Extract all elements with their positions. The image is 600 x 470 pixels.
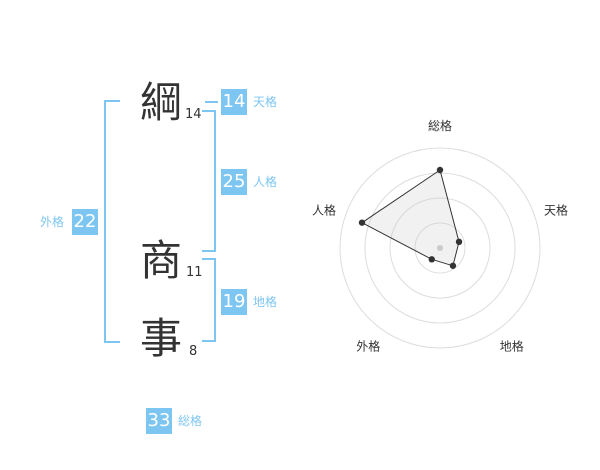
radar-axis-label-1: 総格 [428,118,452,133]
radar-point-4 [428,256,435,263]
radar-ring [414,222,466,274]
name-char-2-strokes: 11 [186,265,203,280]
name-char-1: 綱 [140,78,183,127]
radar-point-2 [455,238,463,246]
tenkaku-label: 天格 [253,95,278,109]
name-char-2: 商 [140,236,183,285]
radar-axis-label-5: 人格 [312,202,336,217]
radar-polygon [361,169,460,267]
gaikaku-value: 22 [72,209,98,235]
jinkaku-bracket [202,110,216,252]
soukaku-label: 総格 [178,414,203,428]
gaikaku-label: 外格 [40,215,65,229]
name-char-3: 事 [140,314,183,363]
name-char-3-strokes: 8 [189,344,198,359]
chikaku-value: 19 [221,289,247,315]
chikaku-bracket [202,258,216,342]
jinkaku-value: 25 [221,169,247,195]
radar-center [437,245,443,251]
radar-point-3 [449,262,457,269]
name-char-1-strokes: 14 [185,107,202,122]
chikaku-label: 地格 [253,295,278,309]
gaikaku-bracket [104,100,120,343]
tenkaku-bracket [205,101,218,103]
radar-ring [339,147,541,349]
radar-point-5 [358,219,366,226]
radar-axis-label-4: 外格 [356,339,380,354]
radar-axis-label-3: 地格 [500,339,524,354]
radar-point-1 [436,166,444,174]
jinkaku-label: 人格 [253,175,278,189]
radar-rings [339,147,541,349]
soukaku-value: 33 [146,408,172,434]
radar-axis-label-2: 天格 [544,202,568,217]
tenkaku-value: 14 [221,89,247,115]
radar-ring [389,197,491,299]
